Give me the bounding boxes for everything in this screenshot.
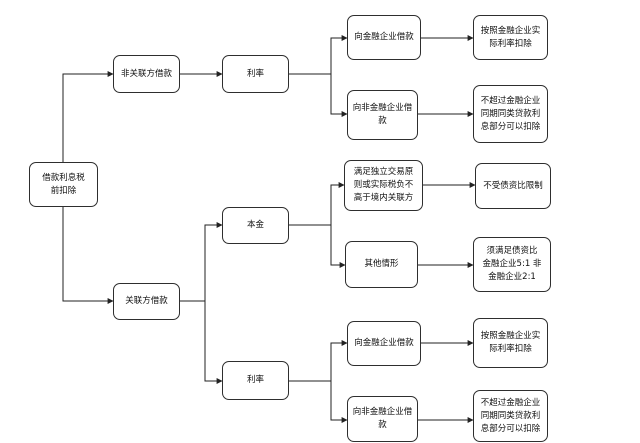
node-rate-related-label: 利率 <box>246 375 264 385</box>
node-result-not-exceed-2-label: 不超过金融企业同期同类贷款利息部分可以扣除 <box>480 397 541 434</box>
node-non-related-loan-label: 非关联方借款 <box>120 68 172 79</box>
node-to-nonfinancial-2: 向非金融企业借款 <box>347 396 418 442</box>
node-rate-non-related-label: 利率 <box>246 68 264 79</box>
edge-principal-other <box>330 225 346 268</box>
node-related-loan: 关联方借款 <box>113 283 180 320</box>
node-no-ratio-limit-label: 不受债资比限制 <box>483 180 543 191</box>
edge-rate1-fin <box>289 35 348 75</box>
node-ratio-requirement-label: 须满足债资比 金融企业5:1 非金融企业2:1 <box>482 246 542 282</box>
node-to-financial-2: 向金融企业借款 <box>347 321 421 366</box>
node-result-actual-rate-1: 按照金融企业实际利率扣除 <box>473 15 548 60</box>
node-result-not-exceed-1-label: 不超过金融企业同期同类贷款利息部分可以扣除 <box>480 95 541 132</box>
node-result-actual-rate-2-label: 按照金融企业实际利率扣除 <box>480 331 541 354</box>
node-to-financial-1-label: 向金融企业借款 <box>354 32 414 42</box>
node-rate-related: 利率 <box>222 361 289 400</box>
node-principal: 本金 <box>222 207 289 244</box>
node-to-financial-2-label: 向金融企业借款 <box>354 338 414 348</box>
node-no-ratio-limit: 不受债资比限制 <box>475 163 551 209</box>
node-arm-length-label: 满足独立交易原则或实际税负不高于境内关联方 <box>353 167 414 203</box>
node-to-nonfinancial-1: 向非金融企业借款 <box>347 90 418 140</box>
edge-rate2-nonfin <box>330 381 348 423</box>
node-root-label: 借款利息税前扣除 <box>42 172 85 196</box>
node-to-nonfinancial-1-label: 向非金融企业借款 <box>352 103 413 126</box>
edge-related-principal <box>180 222 223 302</box>
edge-rate2-fin <box>289 340 348 382</box>
edge-rate1-nonfin <box>330 74 348 117</box>
node-result-not-exceed-2: 不超过金融企业同期同类贷款利息部分可以扣除 <box>473 390 548 442</box>
edge-related-rate <box>204 301 223 384</box>
node-result-actual-rate-2: 按照金融企业实际利率扣除 <box>473 318 548 368</box>
edge-principal-armlength <box>289 182 345 226</box>
node-to-nonfinancial-2-label: 向非金融企业借款 <box>352 407 413 430</box>
node-arm-length: 满足独立交易原则或实际税负不高于境内关联方 <box>344 160 423 211</box>
node-other-cases: 其他情形 <box>345 241 418 288</box>
node-ratio-requirement: 须满足债资比 金融企业5:1 非金融企业2:1 <box>473 237 551 292</box>
node-result-not-exceed-1: 不超过金融企业同期同类贷款利息部分可以扣除 <box>473 85 548 143</box>
node-related-loan-label: 关联方借款 <box>125 296 168 306</box>
node-other-cases-label: 其他情形 <box>364 259 399 269</box>
node-principal-label: 本金 <box>246 220 264 230</box>
node-to-financial-1: 向金融企业借款 <box>347 15 421 60</box>
edge-root-related <box>62 184 114 304</box>
node-rate-non-related: 利率 <box>222 55 289 93</box>
node-non-related-loan: 非关联方借款 <box>113 55 180 93</box>
node-result-actual-rate-1-label: 按照金融企业实际利率扣除 <box>480 25 541 49</box>
node-root: 借款利息税前扣除 <box>29 162 98 207</box>
